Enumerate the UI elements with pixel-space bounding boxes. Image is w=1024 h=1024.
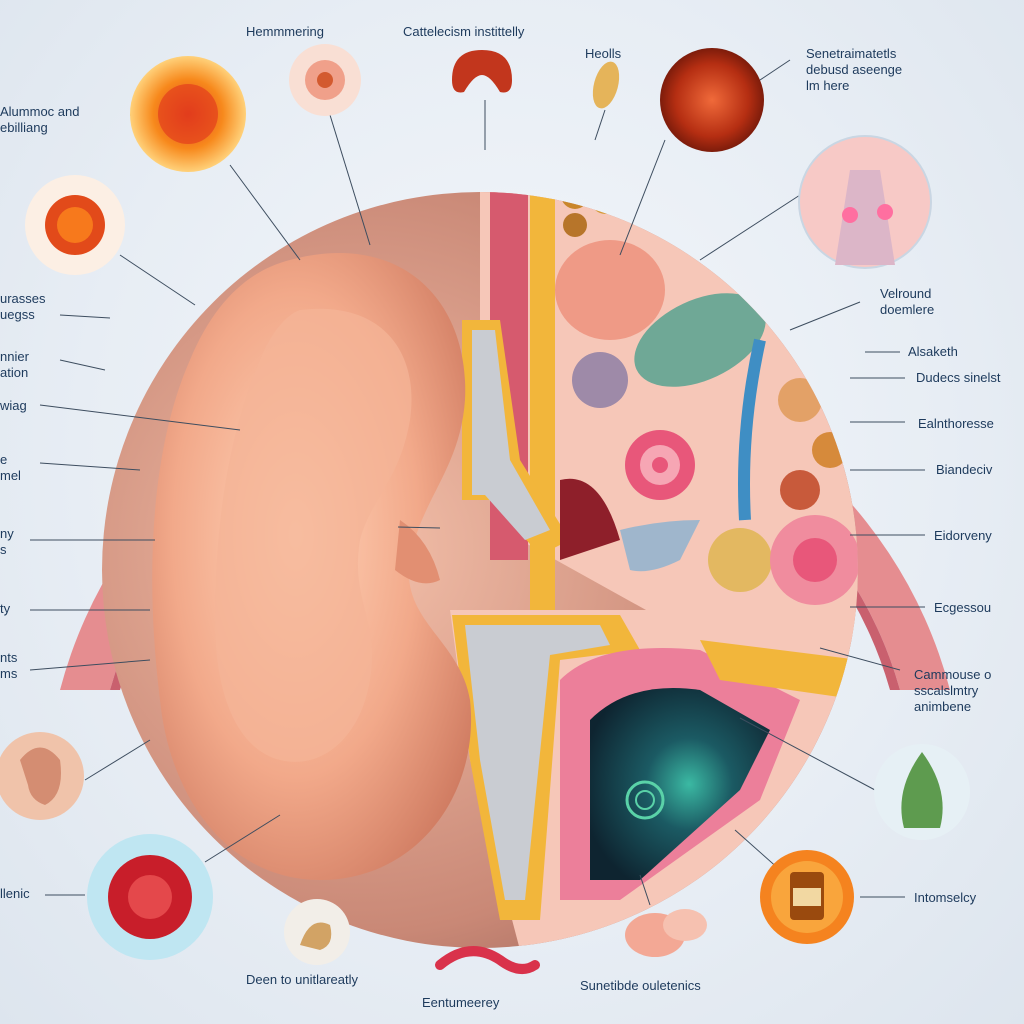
label-bottom-3: Sunetibde ouletenics	[580, 978, 701, 993]
label-left-8: nts ms	[0, 650, 18, 681]
label-right-1: Velround doemlere	[880, 286, 935, 317]
thumb-starburst-cell-icon	[25, 175, 125, 275]
label-right-3: Dudecs sinelst	[916, 370, 1001, 385]
middle-ear	[462, 320, 700, 572]
label-top-2: Cattelecism instittelly	[403, 24, 525, 39]
label-right-2: Alsaketh	[908, 344, 958, 359]
thumb-ear-photo-icon	[0, 732, 84, 820]
label-right-9: Intomselcy	[914, 890, 977, 905]
thumb-gut-icon	[435, 946, 540, 974]
label-top-1: Hemmmering	[246, 24, 325, 39]
thumb-pink-skin-icon	[798, 135, 932, 269]
label-left-9: llenic	[0, 886, 30, 901]
label-left-4: wiag	[0, 398, 27, 413]
label-right-4: Ealnthoresse	[918, 416, 994, 431]
thumb-orange-cell-icon	[130, 56, 246, 172]
thumb-green-cone-icon	[874, 744, 970, 840]
cross-section-disc	[102, 192, 858, 948]
label-left-7: ty	[0, 601, 11, 616]
label-top-right: Senetraimatetls debusd aseenge lm here	[806, 46, 903, 93]
label-left-1: Alummoc and ebilliang	[0, 104, 80, 135]
label-right-8: Cammouse o sscalslmtry animbene	[914, 667, 992, 714]
thumb-small-organ-icon	[284, 899, 350, 965]
thumbnails	[0, 44, 970, 974]
thumb-red-tissue-icon	[660, 48, 764, 152]
thumb-pink-cell-icon	[289, 44, 361, 116]
label-right-6: Eidorveny	[934, 528, 992, 543]
thumb-medicine-bottle-icon	[760, 850, 854, 944]
callout-lines	[29, 59, 925, 906]
thumb-red-shape-icon	[452, 50, 512, 93]
label-bottom-2: Eentumeerey	[422, 995, 500, 1010]
outer-ear-auricle	[152, 252, 472, 880]
label-right-5: Biandeciv	[936, 462, 993, 477]
label-left-3: nnier ation	[0, 349, 29, 380]
thumb-capsule-icon	[592, 61, 620, 109]
label-top-3: Heolls	[585, 46, 622, 61]
thumb-tissue-pile-icon	[625, 909, 707, 957]
label-left-5: e mel	[0, 452, 21, 483]
label-bottom-1: Deen to unitlareatly	[246, 972, 359, 987]
label-left-2: urasses uegss	[0, 291, 46, 322]
label-left-6: ny s	[0, 526, 14, 557]
label-right-7: Ecgessou	[934, 600, 992, 615]
thumb-virus-icon	[87, 834, 213, 960]
